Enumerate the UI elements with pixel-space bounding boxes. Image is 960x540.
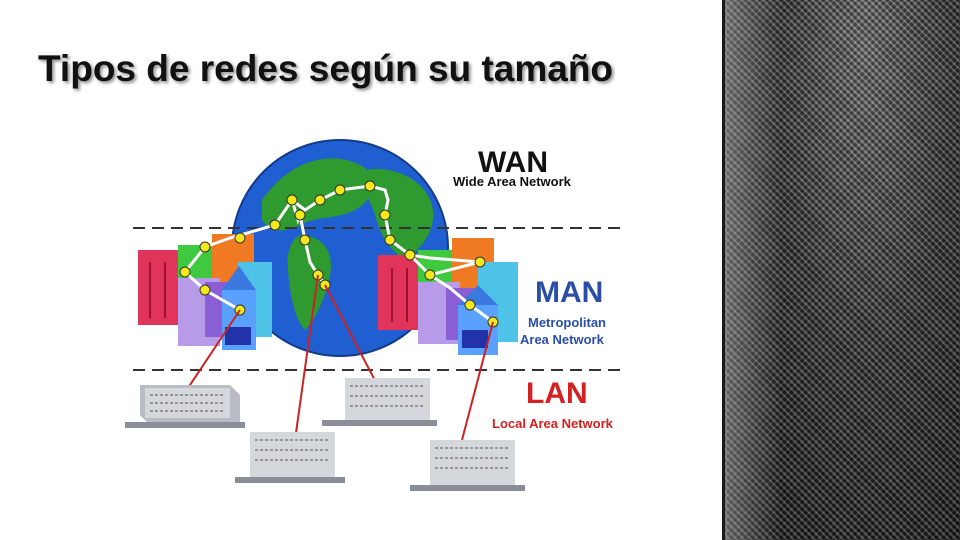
man-label: MAN (535, 276, 603, 309)
slide-title: Tipos de redes según su tamaño (38, 48, 614, 89)
lan-building-3 (322, 378, 437, 426)
left-city-cluster (138, 234, 272, 350)
network-nodes (179, 180, 499, 328)
carbon-fiber-panel (722, 0, 960, 540)
man-description-line2: Area Network (520, 332, 605, 347)
lan-description: Local Area Network (492, 416, 614, 431)
panel-edge-highlight (726, 0, 727, 540)
network-types-diagram: WAN Wide Area Network MAN Metropolitan A… (125, 139, 620, 491)
wan-description: Wide Area Network (453, 174, 572, 189)
man-description-line1: Metropolitan (528, 315, 606, 330)
lan-label: LAN (526, 377, 588, 410)
lan-building-1 (125, 385, 245, 428)
wan-label: WAN (478, 146, 548, 179)
lan-building-4 (410, 440, 525, 491)
panel-edge-line (722, 0, 725, 540)
lan-building-2 (235, 432, 345, 483)
